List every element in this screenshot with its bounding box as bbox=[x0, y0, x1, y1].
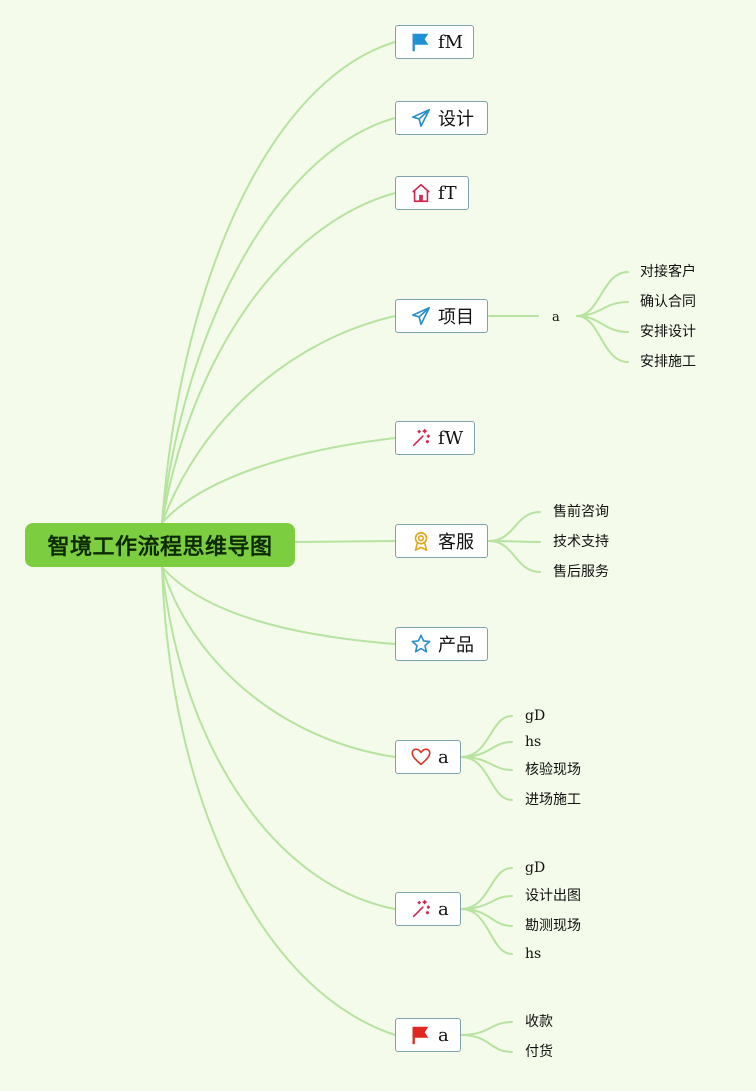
home-icon bbox=[410, 182, 432, 204]
branch-node[interactable]: 项目 bbox=[395, 299, 488, 333]
branch-label: fW bbox=[438, 427, 464, 449]
list-item[interactable]: gD bbox=[525, 860, 546, 876]
list-item[interactable]: 售前咨询 bbox=[553, 504, 609, 520]
branch-node[interactable]: a bbox=[395, 892, 461, 926]
star-icon bbox=[410, 633, 432, 655]
branch-node[interactable]: 设计 bbox=[395, 101, 488, 135]
branch-node[interactable]: a bbox=[395, 1018, 461, 1052]
root-label: 智境工作流程思维导图 bbox=[47, 535, 273, 560]
award-icon bbox=[410, 530, 432, 552]
branch-label: fM bbox=[438, 31, 464, 53]
list-item[interactable]: 收款 bbox=[525, 1014, 553, 1030]
list-item[interactable]: hs bbox=[525, 946, 542, 962]
root-topic[interactable]: 智境工作流程思维导图 bbox=[25, 523, 295, 567]
list-item[interactable]: 勘测现场 bbox=[525, 918, 581, 934]
branch-label: a bbox=[438, 746, 449, 768]
list-item[interactable]: 技术支持 bbox=[553, 534, 609, 550]
list-item[interactable]: 付货 bbox=[525, 1044, 553, 1060]
magic-wand-icon bbox=[410, 898, 432, 920]
list-item[interactable]: hs bbox=[525, 734, 542, 750]
branch-node[interactable]: a bbox=[395, 740, 461, 774]
paper-plane-icon bbox=[410, 305, 432, 327]
list-item[interactable]: 核验现场 bbox=[525, 762, 581, 778]
branch-node[interactable]: 产品 bbox=[395, 627, 488, 661]
branch-node[interactable]: fT bbox=[395, 176, 469, 210]
branch-node[interactable]: fW bbox=[395, 421, 475, 455]
magic-wand-icon bbox=[410, 427, 432, 449]
branch-label: 客服 bbox=[438, 532, 474, 553]
list-item[interactable]: 确认合同 bbox=[640, 294, 696, 310]
list-item[interactable]: 对接客户 bbox=[640, 264, 696, 280]
branch-label: a bbox=[438, 1024, 449, 1046]
branch-label: 产品 bbox=[438, 635, 474, 656]
blue-flag-icon bbox=[410, 31, 432, 53]
branch-label: a bbox=[438, 898, 449, 920]
branch-node[interactable]: fM bbox=[395, 25, 474, 59]
list-item[interactable]: gD bbox=[525, 708, 546, 724]
list-item[interactable]: 设计出图 bbox=[525, 888, 581, 904]
connector-label: a bbox=[552, 310, 560, 325]
list-item[interactable]: 售后服务 bbox=[553, 564, 609, 580]
branch-label: fT bbox=[438, 182, 457, 204]
paper-plane-icon bbox=[410, 107, 432, 129]
branch-label: 项目 bbox=[438, 307, 474, 328]
branch-label: 设计 bbox=[438, 109, 474, 130]
red-flag-icon bbox=[410, 1024, 432, 1046]
list-item[interactable]: 安排设计 bbox=[640, 324, 696, 340]
branch-node[interactable]: 客服 bbox=[395, 524, 488, 558]
list-item[interactable]: 进场施工 bbox=[525, 792, 581, 808]
list-item[interactable]: 安排施工 bbox=[640, 354, 696, 370]
heart-icon bbox=[410, 746, 432, 768]
